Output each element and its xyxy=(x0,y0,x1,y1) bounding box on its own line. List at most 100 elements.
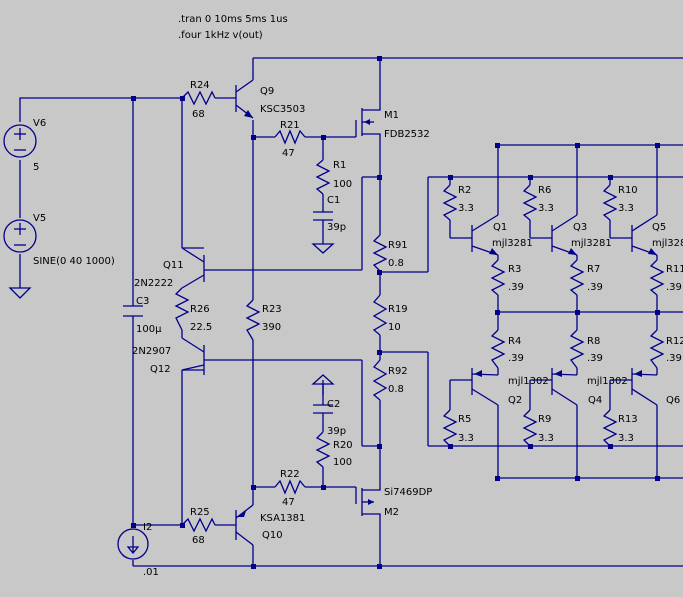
label-i2-name: I2 xyxy=(143,522,152,533)
label-r11-value: .39 xyxy=(666,282,682,293)
label-r12-name: R12 xyxy=(666,336,683,347)
label-m2-model: Si7469DP xyxy=(384,487,432,498)
label-r5-name: R5 xyxy=(458,414,471,425)
resistor-r24[interactable] xyxy=(181,90,216,106)
label-c3-name: C3 xyxy=(136,296,149,307)
resistor-r26[interactable] xyxy=(174,287,190,331)
label-r6-name: R6 xyxy=(538,185,551,196)
label-r26-name: R26 xyxy=(190,304,210,315)
source-v6[interactable] xyxy=(3,124,37,158)
label-q3-model: mjl3281 xyxy=(571,238,612,249)
label-r13-value: 3.3 xyxy=(618,433,634,444)
source-v5[interactable] xyxy=(3,219,37,253)
label-r20-value: 100 xyxy=(333,457,352,468)
label-r23-value: 390 xyxy=(262,322,281,333)
transistor-q6[interactable] xyxy=(631,368,658,406)
transistor-q4[interactable] xyxy=(551,368,578,406)
label-q11-model: 2N2222 xyxy=(134,278,173,289)
label-r10-name: R10 xyxy=(618,185,638,196)
label-r9-name: R9 xyxy=(538,414,551,425)
resistor-r5[interactable] xyxy=(442,409,458,447)
label-r19-value: 10 xyxy=(388,322,401,333)
label-v6-value: 5 xyxy=(33,162,39,173)
transistor-q11[interactable] xyxy=(181,247,205,289)
transistor-q12[interactable] xyxy=(181,330,205,375)
label-q4-model: mjl1302 xyxy=(587,376,628,387)
label-r3-value: .39 xyxy=(508,282,524,293)
label-r1-value: 100 xyxy=(333,179,352,190)
resistor-r25[interactable] xyxy=(181,517,216,533)
label-r2-value: 3.3 xyxy=(458,203,474,214)
label-q5-name: Q5 xyxy=(652,222,666,233)
mosfet-m1[interactable] xyxy=(355,107,381,137)
resistor-r4[interactable] xyxy=(490,329,506,369)
label-q12-model: 2N2907 xyxy=(132,346,171,357)
junctions xyxy=(131,56,660,569)
resistor-r12[interactable] xyxy=(649,329,665,369)
resistor-r10[interactable] xyxy=(602,184,618,221)
label-r22-name: R22 xyxy=(280,469,300,480)
transistor-q1[interactable] xyxy=(471,214,499,256)
tran-directive: .tran 0 10ms 5ms 1us xyxy=(178,14,288,25)
label-r23-name: R23 xyxy=(262,304,282,315)
label-v5-value: SINE(0 40 1000) xyxy=(33,256,115,267)
resistor-r23[interactable] xyxy=(245,299,261,341)
label-r22-value: 47 xyxy=(282,497,295,508)
label-q9-model: KSC3503 xyxy=(260,104,305,115)
resistor-r1[interactable] xyxy=(315,159,331,195)
label-r1-name: R1 xyxy=(333,160,346,171)
label-r91-value: 0.8 xyxy=(388,258,404,269)
label-q4-name: Q4 xyxy=(588,395,602,406)
label-c1-name: C1 xyxy=(327,195,340,206)
resistor-r3[interactable] xyxy=(490,259,506,296)
capacitor-c3[interactable] xyxy=(123,300,143,322)
transistor-q10[interactable] xyxy=(235,504,254,546)
resistor-r91[interactable] xyxy=(372,234,388,272)
resistor-r22[interactable] xyxy=(274,479,306,495)
transistor-q9[interactable] xyxy=(235,79,254,119)
resistor-r92[interactable] xyxy=(372,359,388,401)
resistor-r21[interactable] xyxy=(274,129,306,145)
label-r9-value: 3.3 xyxy=(538,433,554,444)
label-r6-value: 3.3 xyxy=(538,203,554,214)
resistor-r8[interactable] xyxy=(569,329,585,369)
label-r13-name: R13 xyxy=(618,414,638,425)
transistor-q3[interactable] xyxy=(551,214,578,256)
label-r92-name: R92 xyxy=(388,366,408,377)
current-source-i2[interactable] xyxy=(117,528,149,560)
label-r21-name: R21 xyxy=(280,120,300,131)
resistor-r7[interactable] xyxy=(569,259,585,296)
resistor-r19[interactable] xyxy=(372,294,388,336)
resistor-r13[interactable] xyxy=(602,409,618,447)
ground-symbol xyxy=(8,287,32,299)
label-r8-value: .39 xyxy=(587,353,603,364)
label-r25-name: R25 xyxy=(190,507,210,518)
resistor-r20[interactable] xyxy=(315,431,331,468)
capacitor-c1[interactable] xyxy=(313,194,333,232)
label-r4-name: R4 xyxy=(508,336,521,347)
capacitor-c2[interactable] xyxy=(311,374,335,432)
label-i2-value: .01 xyxy=(143,567,159,578)
resistor-r11[interactable] xyxy=(649,259,665,296)
label-r25-value: 68 xyxy=(192,535,205,546)
transistor-q5[interactable] xyxy=(631,214,658,256)
label-m1-name: M1 xyxy=(384,110,399,121)
label-q1-model: mjl3281 xyxy=(492,238,533,249)
label-c1-value: 39p xyxy=(327,222,346,233)
resistor-r6[interactable] xyxy=(522,184,538,221)
resistor-r2[interactable] xyxy=(442,184,458,221)
label-m2-name: M2 xyxy=(384,507,399,518)
resistor-r9[interactable] xyxy=(522,409,538,447)
label-r24-name: R24 xyxy=(190,80,210,91)
label-r3-name: R3 xyxy=(508,264,521,275)
label-m1-model: FDB2532 xyxy=(384,129,430,140)
label-r2-name: R2 xyxy=(458,185,471,196)
label-r10-value: 3.3 xyxy=(618,203,634,214)
mosfet-m2[interactable] xyxy=(355,470,381,520)
label-r92-value: 0.8 xyxy=(388,384,404,395)
label-r11-name: R11 xyxy=(666,264,683,275)
label-r7-name: R7 xyxy=(587,264,600,275)
label-r12-value: .39 xyxy=(666,353,682,364)
transistor-q2[interactable] xyxy=(471,368,499,406)
